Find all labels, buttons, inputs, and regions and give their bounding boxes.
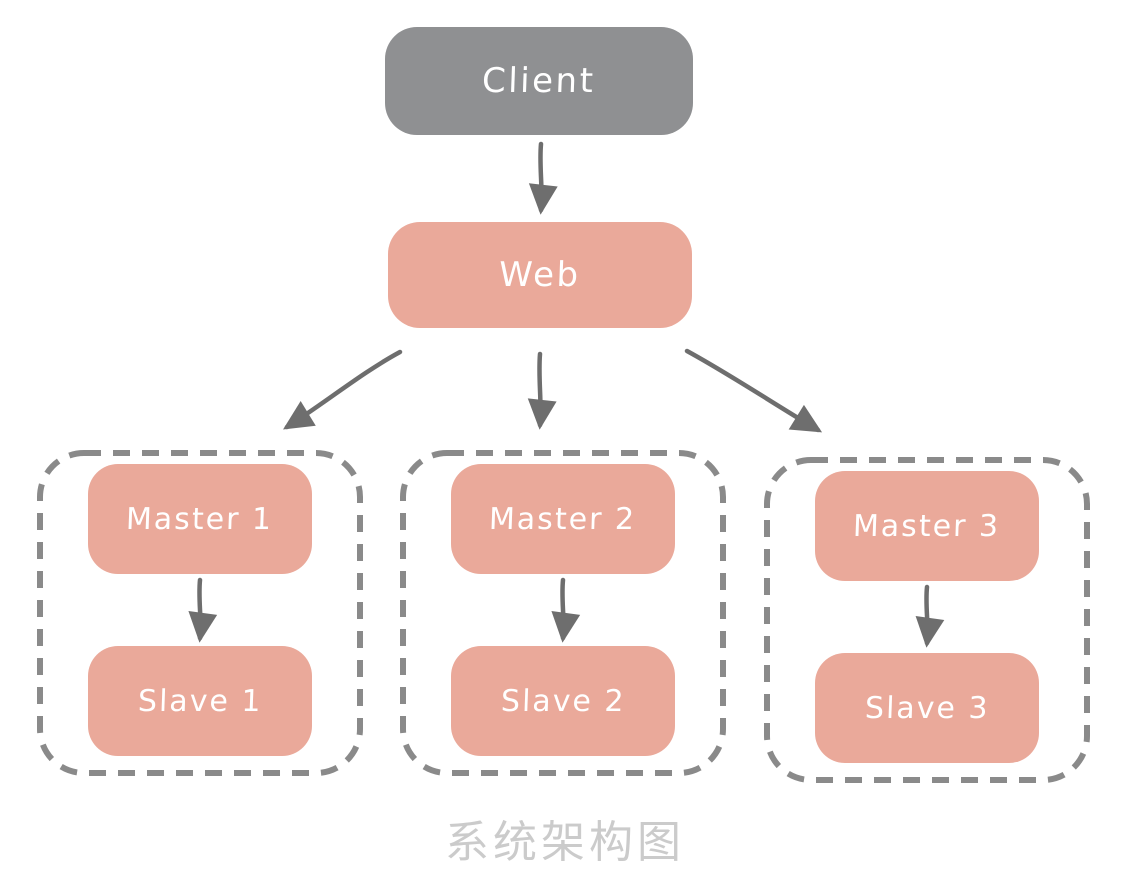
- arrow-web-to-group-1: [283, 349, 403, 430]
- group-3-dashed-border: [764, 457, 1090, 783]
- master-2-node: Master 2: [451, 464, 675, 574]
- slave-3-node: Slave 3: [815, 653, 1039, 763]
- arrow-web-to-group-2: [527, 351, 557, 430]
- slave-2-label: Slave 2: [500, 683, 626, 719]
- client-label: Client: [481, 61, 597, 101]
- group-2-dashed-border: [400, 450, 726, 776]
- web-label: Web: [498, 255, 582, 295]
- master-1-label: Master 1: [125, 501, 275, 537]
- arrow-client-to-web: [528, 141, 558, 215]
- master-3-label: Master 3: [852, 508, 1002, 544]
- slave-3-label: Slave 3: [864, 690, 990, 726]
- slave-1-node: Slave 1: [88, 646, 312, 756]
- slave-2-node: Slave 2: [451, 646, 675, 756]
- group-3: Master 3 Slave 3: [762, 455, 1092, 785]
- group-1-dashed-border: [37, 450, 363, 776]
- master-3-node: Master 3: [815, 471, 1039, 581]
- arrow-web-to-group-3: [684, 348, 823, 433]
- client-node: Client: [385, 27, 693, 135]
- group-2: Master 2 Slave 2: [398, 448, 728, 778]
- master-1-node: Master 1: [88, 464, 312, 574]
- web-node: Web: [388, 222, 692, 328]
- slave-1-label: Slave 1: [137, 683, 263, 719]
- diagram-caption: 系统架构图: [445, 817, 685, 868]
- master-2-label: Master 2: [488, 501, 638, 537]
- group-1: Master 1 Slave 1: [35, 448, 365, 778]
